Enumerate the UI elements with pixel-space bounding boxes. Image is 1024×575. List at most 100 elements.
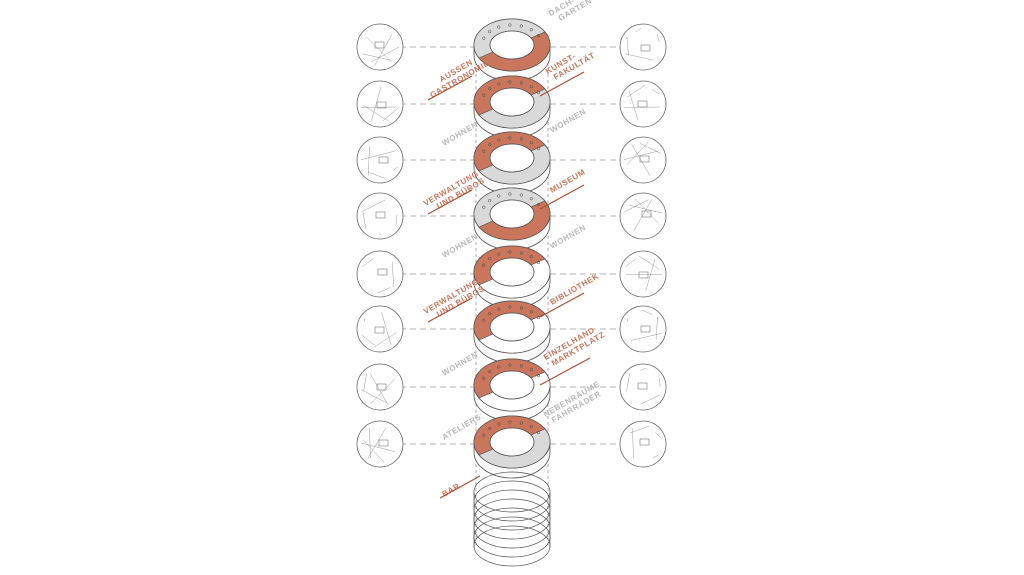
furniture-mark: [488, 87, 492, 91]
vignette-sketch: [619, 363, 667, 411]
label-wohnen-left-1: WOHNEN: [441, 120, 480, 148]
furniture-mark: [488, 143, 492, 147]
sketch-object: [377, 268, 388, 276]
furniture-mark: [508, 420, 512, 424]
vignette-sketch: [619, 250, 667, 298]
sketch-stroke: [374, 34, 393, 66]
floor-plate: [473, 415, 551, 479]
arrow-mark: [427, 189, 473, 215]
sketch-stroke: [363, 318, 365, 322]
furniture-mark: [488, 257, 492, 261]
sketch-object: [639, 438, 650, 446]
sketch-stroke: [625, 258, 637, 267]
sketch-stroke: [641, 394, 661, 405]
furniture-mark: [519, 251, 523, 255]
sketch-stroke: [366, 36, 392, 63]
sketch-stroke: [391, 262, 394, 288]
basement-ring: [473, 498, 551, 540]
vignette-frame: [356, 305, 404, 353]
label-museum: MUSEUM: [549, 167, 587, 194]
vignette-frame: [619, 305, 667, 353]
sketch-object: [378, 439, 389, 447]
basement-ring: [473, 480, 551, 522]
vignette-frame: [619, 420, 667, 468]
arrow-mark: [439, 475, 481, 499]
floor-plate: [473, 131, 551, 195]
label-wohnen-right-1-text: WOHNEN: [549, 107, 588, 135]
label-wohnen-left-2: WOHNEN: [441, 232, 480, 260]
sketch-stroke: [640, 367, 646, 371]
furniture-mark: [529, 255, 533, 259]
sketch-object: [375, 211, 386, 219]
floor-void: [489, 257, 535, 287]
furniture-mark: [508, 80, 512, 84]
vignette-frame: [356, 80, 404, 128]
arrow-mark: [539, 184, 585, 210]
floor-plate: [473, 18, 551, 82]
sketch-stroke: [367, 427, 387, 459]
label-kunstfakultat: KUNST- FAKULTÄT: [544, 51, 597, 82]
vignette-sketch: [619, 420, 667, 468]
arrow-mark: [427, 297, 473, 323]
sketch-stroke: [651, 89, 660, 95]
floor-void: [489, 30, 535, 60]
sketch-object: [640, 44, 651, 52]
furniture-mark: [529, 85, 533, 89]
furniture-mark: [488, 427, 492, 431]
vignette-frame: [356, 136, 404, 184]
furniture-mark: [508, 23, 512, 27]
sketch-stroke: [633, 199, 653, 231]
arrow-mark: [427, 75, 473, 101]
sketch-stroke: [362, 258, 374, 267]
furniture-mark: [519, 306, 523, 310]
arrow-mark: [539, 292, 585, 318]
sketch-stroke: [626, 36, 629, 57]
sketch-stroke: [360, 442, 396, 452]
label-bibliothek-text: BIBLIOTHEK: [549, 271, 601, 306]
floor-void: [489, 427, 535, 457]
sketch-object: [374, 326, 385, 334]
furniture-mark: [529, 141, 533, 145]
furniture-mark: [497, 194, 501, 198]
sketch-stroke: [629, 205, 662, 214]
arrow-mark: [539, 71, 585, 97]
vignette-sketch: [356, 80, 404, 128]
sketch-stroke: [638, 255, 660, 270]
furniture-mark: [508, 250, 512, 254]
furniture-mark: [529, 197, 533, 201]
sketch-stroke: [626, 373, 630, 392]
furniture-mark: [482, 318, 486, 322]
basement-ring: [473, 516, 551, 558]
furniture-mark: [488, 312, 492, 316]
sketch-stroke: [362, 104, 389, 122]
sketch-stroke: [656, 34, 660, 42]
sketch-stroke: [362, 53, 391, 61]
vignette-frame: [619, 363, 667, 411]
sketch-stroke: [639, 143, 662, 154]
sketch-object: [641, 210, 652, 218]
sketch-object: [639, 155, 650, 163]
label-wohnen-left-2-text: WOHNEN: [441, 232, 480, 260]
sketch-stroke: [641, 309, 653, 315]
sketch-stroke: [624, 199, 649, 213]
vignette-sketch: [356, 23, 404, 71]
floor-void: [489, 143, 535, 173]
sketch-stroke: [377, 287, 391, 294]
sketch-stroke: [655, 316, 658, 340]
vignette-sketch: [356, 250, 404, 298]
label-wohnen-right-2: WOHNEN: [549, 223, 588, 251]
furniture-mark: [482, 149, 486, 153]
furniture-mark: [536, 147, 541, 151]
sketch-stroke: [363, 440, 385, 463]
furniture-mark: [519, 364, 523, 368]
furniture-mark: [482, 263, 486, 267]
sketch-stroke: [378, 232, 382, 236]
vignette-frame: [619, 136, 667, 184]
sketch-stroke: [360, 150, 395, 160]
sketch-stroke: [623, 150, 658, 160]
label-wohnen-left-1-text: WOHNEN: [441, 120, 480, 148]
sketch-stroke: [627, 84, 646, 98]
furniture-mark: [536, 431, 541, 435]
vignette-frame: [356, 23, 404, 71]
